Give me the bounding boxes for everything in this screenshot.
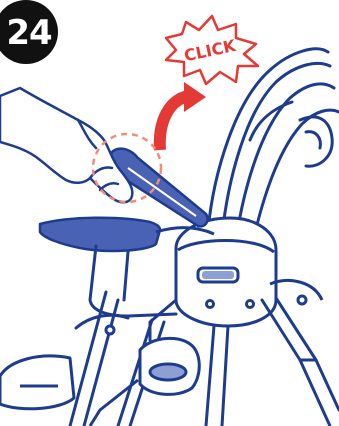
chair-backrest (208, 49, 339, 246)
chair-hinge-housing (176, 218, 322, 326)
curved-arrow-up-icon (160, 82, 206, 150)
hand-icon (0, 88, 132, 202)
chair-footrest (0, 338, 199, 426)
click-starburst-icon: CLICK (166, 16, 258, 84)
step-number: 24 (6, 16, 51, 50)
